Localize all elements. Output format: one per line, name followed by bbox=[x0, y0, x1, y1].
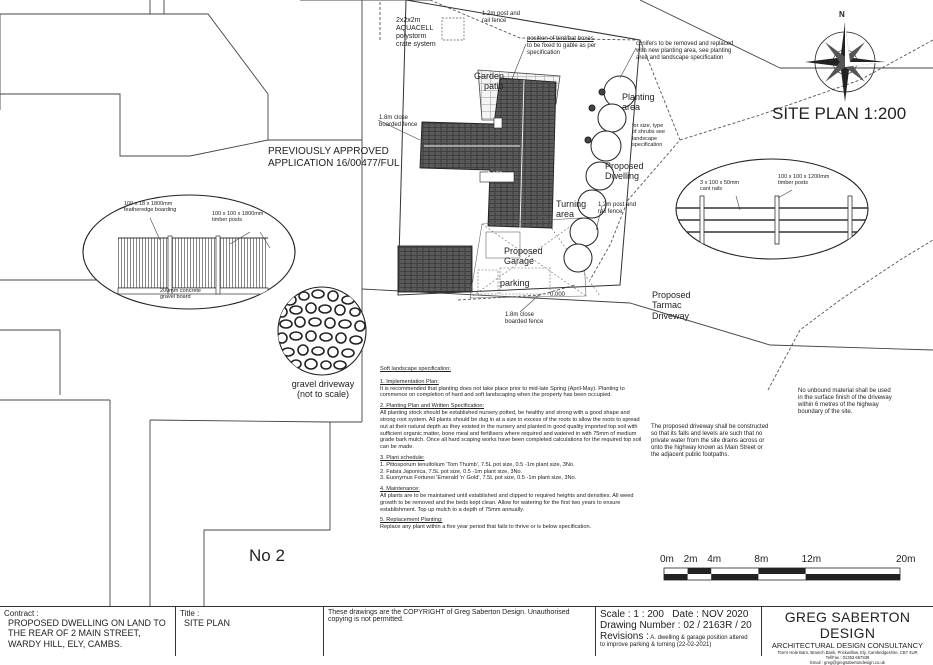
scale-bar-label: 8m bbox=[754, 554, 768, 565]
scale-bar-label: 12m bbox=[802, 554, 821, 565]
scale-bar-segment bbox=[687, 568, 712, 574]
scale-bar-label: 20m bbox=[896, 554, 915, 565]
spec-5-title: 5. Replacement Planting: bbox=[380, 517, 443, 524]
spec-2-title: 2. Planting Plan and Written Specificati… bbox=[380, 403, 485, 410]
soft-landscape-specification: Soft landscape specification: 1. Impleme… bbox=[380, 366, 642, 535]
spec-1-title: 1. Implementation Plan: bbox=[380, 378, 439, 385]
gravel-driveway-label: gravel driveway(not to scale) bbox=[291, 379, 355, 400]
proposed-dwelling-roof bbox=[419, 77, 557, 229]
scale-value: Scale : 1 : 200 bbox=[600, 609, 664, 620]
title-cell: Title : SITE PLAN bbox=[176, 607, 324, 656]
level-dwelling: +0.150 bbox=[484, 172, 503, 178]
level-garage: 0.000 bbox=[550, 292, 566, 298]
spec-4-title: 4. Maintenance: bbox=[380, 486, 420, 493]
north-label: N bbox=[839, 10, 845, 19]
gravel-detail bbox=[277, 286, 367, 376]
garage-roof bbox=[397, 245, 473, 293]
spec-3-item-2: 2. Fatsia Japonica, 7.5L pot size, 0.5 -… bbox=[380, 468, 523, 475]
scale-bar-segment bbox=[711, 574, 759, 580]
scale-bar-segment bbox=[758, 568, 806, 574]
copyright-cell: These drawings are the COPYRIGHT of Greg… bbox=[324, 607, 596, 656]
parking-label: parking bbox=[500, 278, 530, 288]
fence-lines-dashed bbox=[379, 0, 933, 391]
spec-heading: Soft landscape specification: bbox=[380, 366, 451, 372]
revision-detail: to improve parking & turning (22-02-2021… bbox=[600, 642, 712, 648]
fence-detail-right bbox=[675, 158, 869, 260]
driveway-drainage-note: The proposed driveway shall be construct… bbox=[651, 424, 769, 458]
site-plot bbox=[397, 0, 641, 296]
spec-3-title: 3. Plant schedule: bbox=[380, 454, 425, 461]
fence-detail-left bbox=[82, 194, 296, 310]
no2-label: No 2 bbox=[249, 546, 285, 565]
spec-3-item-1: 1. Pittosporum tenuifolium 'Tom Thumb', … bbox=[380, 461, 575, 468]
scale-bar-segment bbox=[805, 574, 900, 580]
scale-bar-segment bbox=[664, 574, 688, 580]
title-value: SITE PLAN bbox=[184, 618, 231, 628]
planting-shrubs bbox=[563, 75, 637, 273]
drawing-title: SITE PLAN 1:200 bbox=[772, 104, 907, 123]
drawing-info-cell: Scale : 1 : 200 Date : NOV 2020 Drawing … bbox=[596, 607, 762, 656]
spec-4-body: All plants are to be maintained until es… bbox=[380, 493, 634, 513]
firm-subtitle: ARCHITECTURAL DESIGN CONSULTANCY bbox=[771, 641, 924, 650]
firm-cell: GREG SABERTON DESIGN ARCHITECTURAL DESIG… bbox=[762, 607, 933, 665]
date-value: Date : NOV 2020 bbox=[672, 609, 749, 620]
scale-bar: 0m 2m 4m 8m 12m 20m bbox=[660, 554, 915, 581]
drawing-number: Drawing Number : 02 / 2163R / 20 bbox=[600, 620, 752, 631]
leader-lines bbox=[149, 43, 793, 313]
spec-5-body: Replace any plant within a five year per… bbox=[380, 524, 592, 531]
parking-areas bbox=[469, 211, 601, 299]
scale-bar-label: 2m bbox=[684, 554, 698, 565]
scale-bar-label: 4m bbox=[707, 554, 721, 565]
spec-3-item-3: 3. Euonymus Fortunei 'Emerald 'n' Gold',… bbox=[380, 475, 577, 482]
firm-name: GREG SABERTON DESIGN bbox=[784, 609, 911, 641]
scale-bar-label: 0m bbox=[660, 554, 674, 565]
site-plan-drawing: 0m 2m 4m 8m 12m 20m bbox=[0, 0, 933, 606]
aquacell-crate bbox=[441, 17, 465, 41]
site-boundaries bbox=[0, 0, 933, 606]
north-arrow bbox=[805, 22, 885, 102]
spec-2-body: All planting stock should be established… bbox=[380, 410, 642, 451]
spec-1-body: It is recommended that planting does not… bbox=[380, 385, 625, 399]
